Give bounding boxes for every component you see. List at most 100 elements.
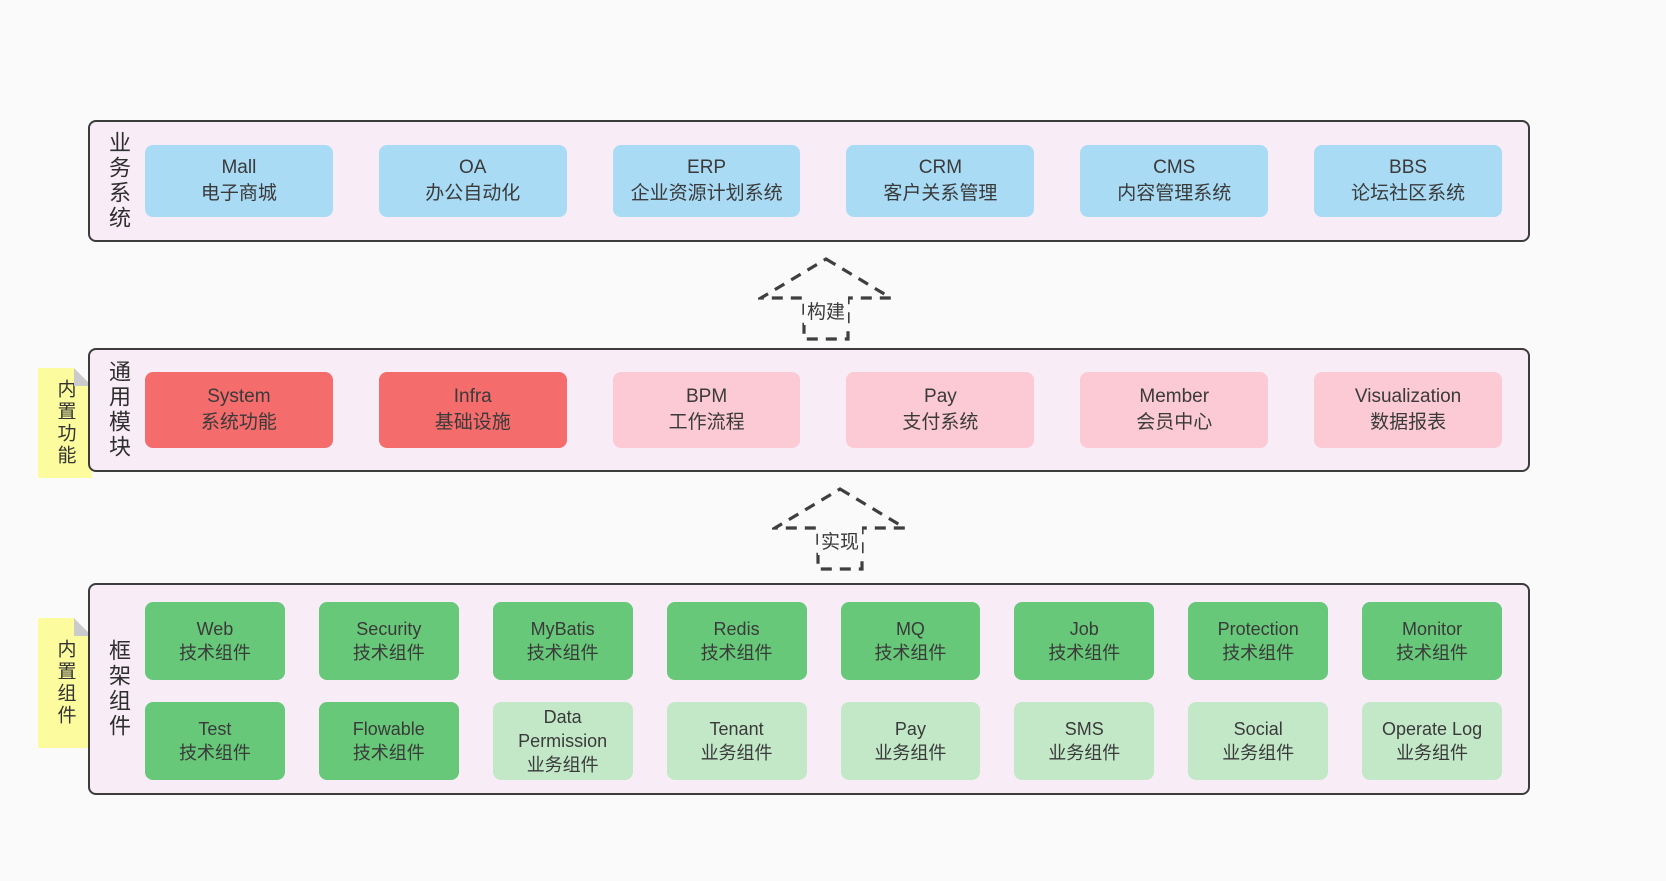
box-subtitle: 办公自动化 (425, 183, 521, 204)
box-title: Pay (894, 719, 926, 739)
box-title: Member (1139, 386, 1210, 407)
box-subtitle: 技术组件 (178, 743, 251, 763)
box-test: Test 技术组件 (145, 702, 285, 780)
box-title: Pay (924, 386, 957, 407)
box-title: MyBatis (530, 619, 595, 639)
band-label-modules: 通用模块 (106, 360, 131, 460)
box-monitor: Monitor 技术组件 (1362, 602, 1502, 680)
modules-box-grid: System 系统功能 Infra 基础设施 BPM 工作流程 Pay 支付系统… (145, 350, 1502, 470)
box-subtitle: 技术组件 (1396, 643, 1469, 663)
box-title: Monitor (1402, 619, 1463, 639)
box-title: Flowable (352, 719, 425, 739)
box-subtitle: 技术组件 (874, 643, 947, 663)
box-bbs: BBS 论坛社区系统 (1314, 145, 1502, 217)
box-subtitle: 系统功能 (200, 412, 277, 433)
box-title: Operate Log (1382, 719, 1483, 739)
box-subtitle: 技术组件 (526, 643, 599, 663)
box-subtitle: 基础设施 (434, 412, 511, 433)
up-arrow-icon (758, 257, 894, 341)
up-arrow-icon (772, 487, 908, 571)
box-web: Web 技术组件 (145, 602, 285, 680)
box-subtitle: 业务组件 (874, 743, 947, 763)
box-title: BBS (1389, 157, 1428, 178)
box-title: Infra (453, 386, 492, 407)
box-sms: SMS 业务组件 (1014, 702, 1155, 780)
box-crm: CRM 客户关系管理 (846, 145, 1035, 217)
box-title: System (207, 386, 271, 407)
box-title: Redis (713, 619, 760, 639)
sticky-note-builtin-components: 内置组件 (38, 618, 92, 748)
box-subtitle: 技术组件 (1222, 643, 1295, 663)
band-common-modules: 通用模块 System 系统功能 Infra 基础设施 BPM 工作流程 Pay… (88, 348, 1530, 472)
band-framework-components: 框架组件 Web 技术组件 Security 技术组件 MyBatis 技术组件… (88, 583, 1530, 795)
box-subtitle: 会员中心 (1136, 412, 1213, 433)
box-subtitle: 业务组件 (700, 743, 773, 763)
sticky-note-label: 内置组件 (54, 639, 76, 727)
box-title: Security (356, 619, 422, 639)
box-subtitle: 技术组件 (352, 743, 425, 763)
box-infra: Infra 基础设施 (378, 372, 567, 448)
box-subtitle: 工作流程 (668, 412, 745, 433)
box-title: Web (196, 619, 234, 639)
box-title: OA (459, 157, 487, 178)
box-subtitle: 支付系统 (902, 412, 979, 433)
box-title: MQ (895, 619, 925, 639)
box-title: Data Permission (518, 707, 608, 751)
band-label-framework: 框架组件 (106, 639, 131, 739)
box-title: ERP (687, 157, 727, 178)
box-system: System 系统功能 (145, 372, 333, 448)
sticky-note-label: 内置功能 (54, 379, 76, 467)
box-tenant: Tenant 业务组件 (666, 702, 807, 780)
box-subtitle: 技术组件 (700, 643, 773, 663)
box-title: Protection (1217, 619, 1299, 639)
box-subtitle: 业务组件 (526, 755, 599, 775)
business-box-grid: Mall 电子商城 OA 办公自动化 ERP 企业资源计划系统 CRM 客户关系… (145, 122, 1502, 240)
box-data-permission: Data Permission 业务组件 (492, 702, 633, 780)
box-bpm: BPM 工作流程 (612, 372, 801, 448)
box-subtitle: 技术组件 (178, 643, 251, 663)
box-title: Test (198, 719, 232, 739)
box-title: Mall (221, 157, 257, 178)
box-protection: Protection 技术组件 (1188, 602, 1329, 680)
band-business-systems: 业务系统 Mall 电子商城 OA 办公自动化 ERP 企业资源计划系统 CRM… (88, 120, 1530, 242)
box-subtitle: 内容管理系统 (1117, 183, 1232, 204)
band-label-business: 业务系统 (106, 131, 131, 231)
box-title: Visualization (1354, 386, 1462, 407)
implement-arrow-label: 实现 (817, 526, 863, 555)
box-subtitle: 业务组件 (1222, 743, 1295, 763)
box-cms: CMS 内容管理系统 (1080, 145, 1269, 217)
box-member: Member 会员中心 (1080, 372, 1269, 448)
box-social: Social 业务组件 (1188, 702, 1329, 780)
box-title: Job (1069, 619, 1099, 639)
box-job: Job 技术组件 (1014, 602, 1155, 680)
box-mybatis: MyBatis 技术组件 (492, 602, 633, 680)
implement-arrow: 实现 (772, 486, 908, 572)
box-pay-system: Pay 支付系统 (846, 372, 1035, 448)
box-subtitle: 电子商城 (200, 183, 277, 204)
box-subtitle: 业务组件 (1396, 743, 1469, 763)
box-pay-component: Pay 业务组件 (840, 702, 981, 780)
box-subtitle: 业务组件 (1048, 743, 1121, 763)
box-subtitle: 客户关系管理 (883, 183, 998, 204)
box-subtitle: 企业资源计划系统 (630, 183, 783, 204)
box-erp: ERP 企业资源计划系统 (612, 145, 801, 217)
box-title: CRM (918, 157, 963, 178)
box-subtitle: 技术组件 (1048, 643, 1121, 663)
box-subtitle: 数据报表 (1370, 412, 1447, 433)
box-mall: Mall 电子商城 (145, 145, 333, 217)
box-subtitle: 技术组件 (352, 643, 425, 663)
box-title: CMS (1153, 157, 1196, 178)
build-arrow-label: 构建 (803, 296, 849, 325)
box-flowable: Flowable 技术组件 (318, 702, 459, 780)
box-oa: OA 办公自动化 (378, 145, 567, 217)
box-redis: Redis 技术组件 (666, 602, 807, 680)
sticky-note-builtin-features: 内置功能 (38, 368, 92, 478)
box-title: Social (1233, 719, 1283, 739)
box-title: Tenant (709, 719, 764, 739)
framework-box-grid: Web 技术组件 Security 技术组件 MyBatis 技术组件 Redi… (145, 602, 1502, 780)
box-operate-log: Operate Log 业务组件 (1362, 702, 1502, 780)
box-mq: MQ 技术组件 (840, 602, 981, 680)
box-subtitle: 论坛社区系统 (1351, 183, 1466, 204)
box-title: BPM (685, 386, 728, 407)
